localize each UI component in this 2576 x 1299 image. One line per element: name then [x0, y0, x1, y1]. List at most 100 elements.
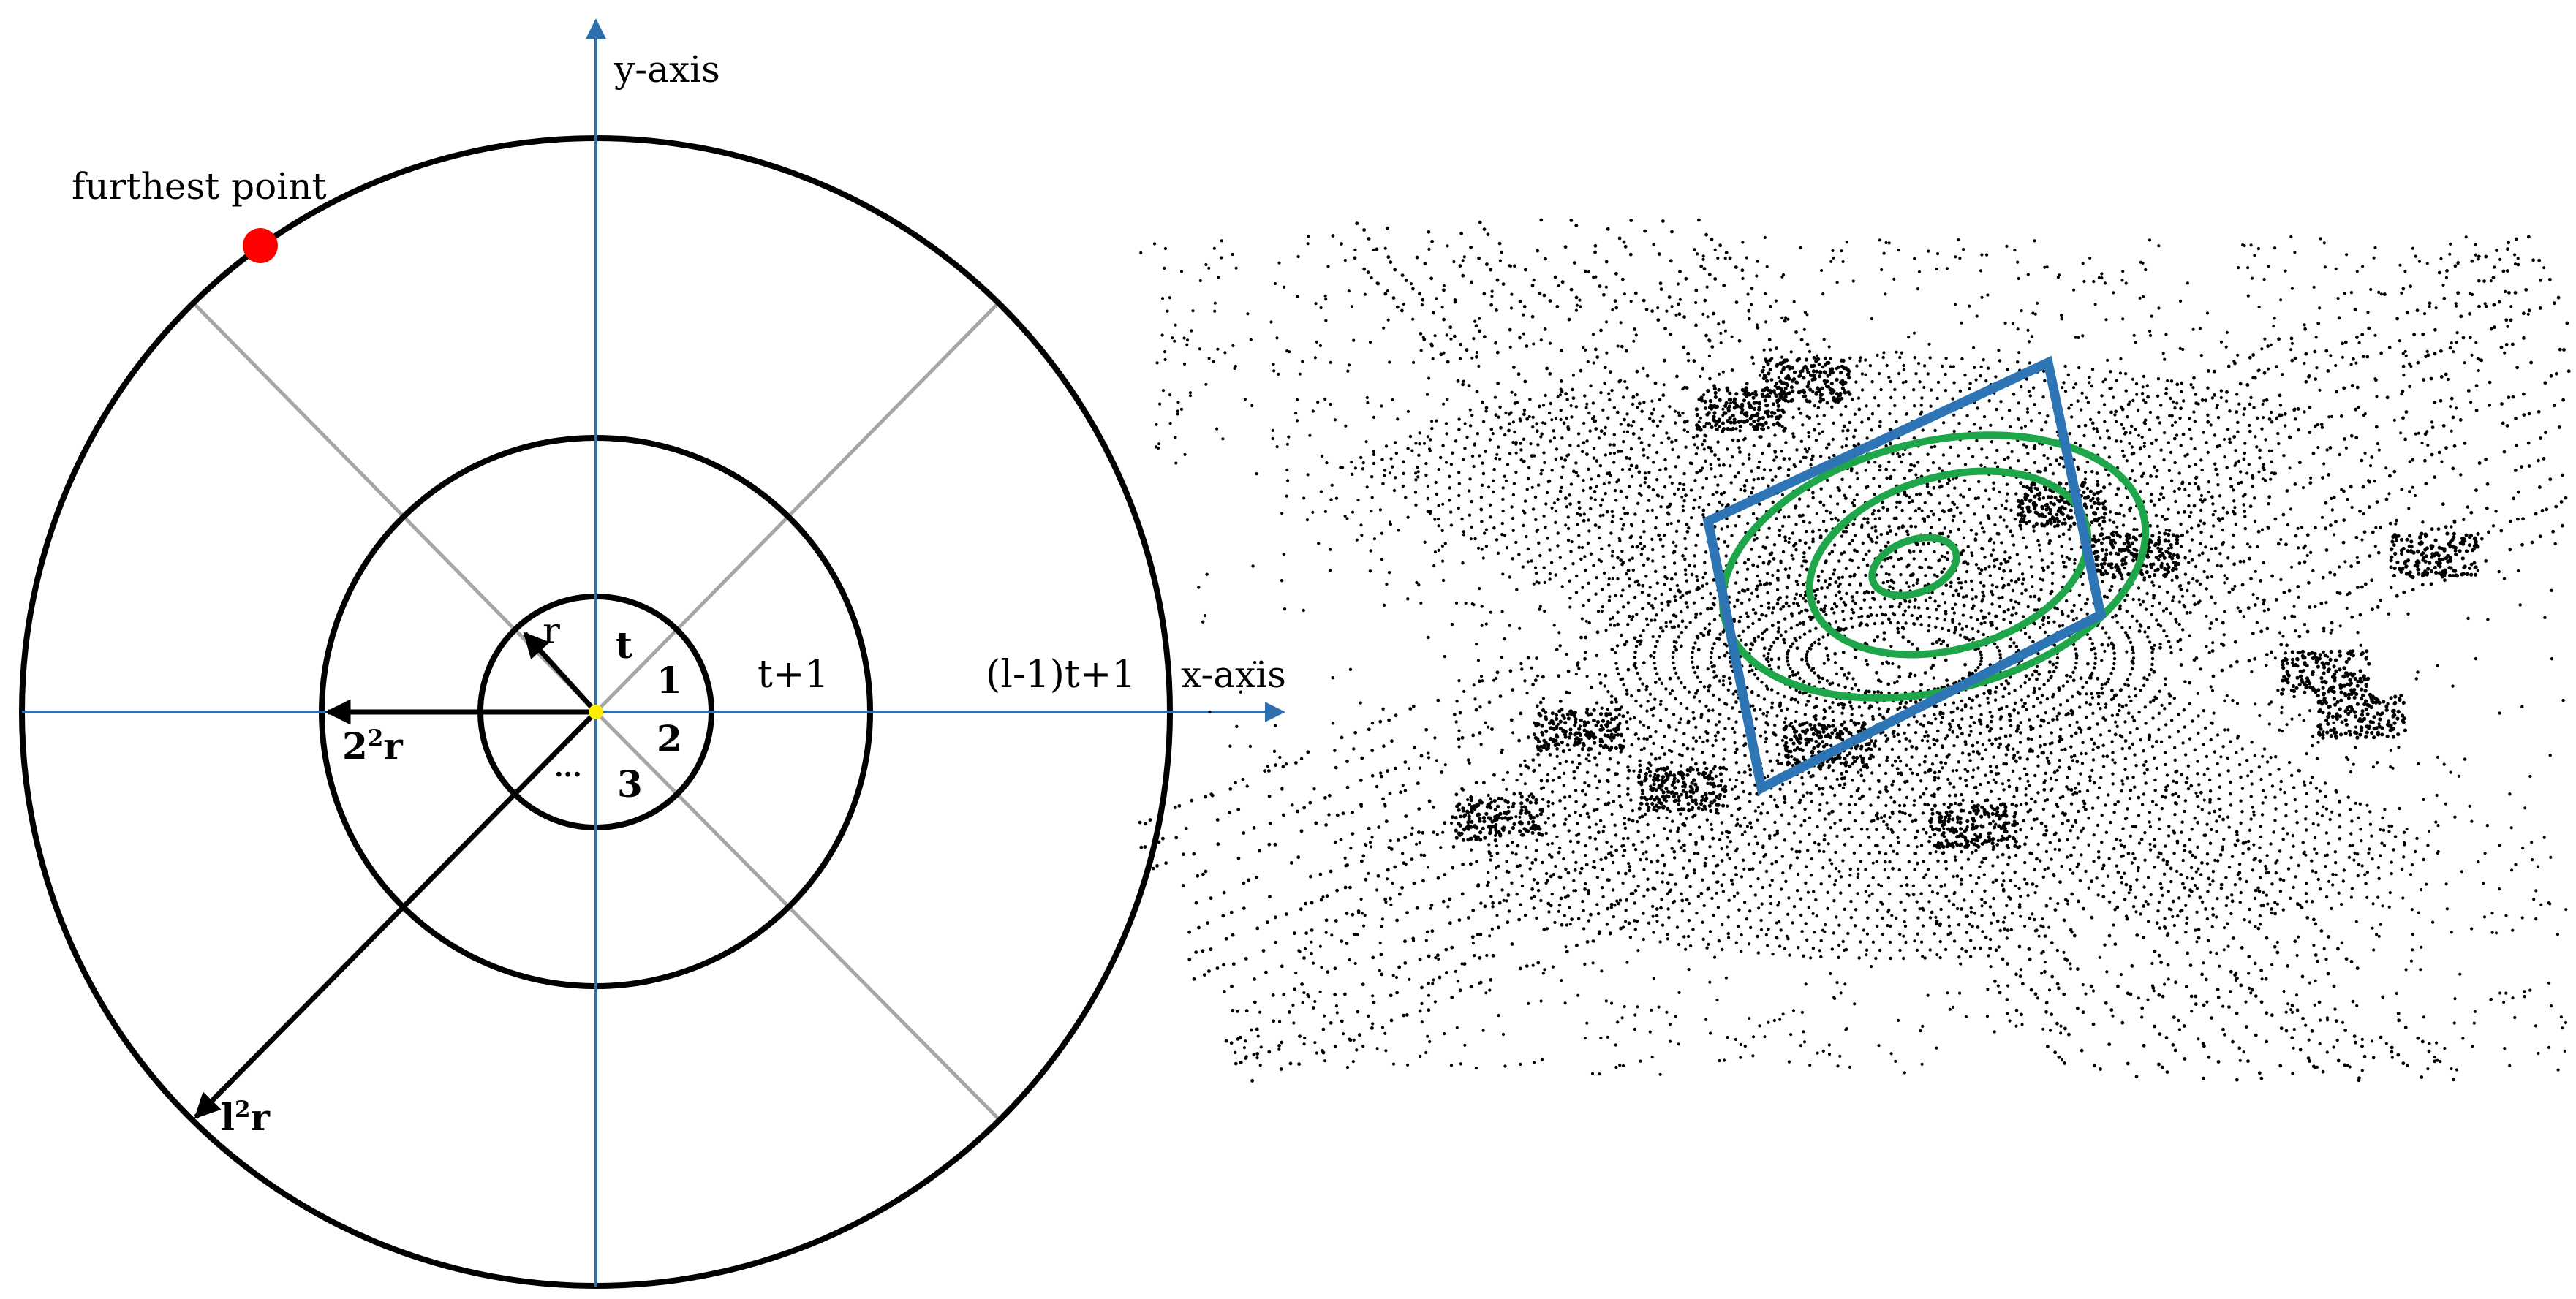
cloud-point	[2021, 536, 2025, 539]
cloud-point	[2156, 623, 2161, 626]
cloud-point	[1671, 655, 1675, 659]
cloud-point	[1563, 567, 1567, 571]
cloud-point	[1798, 676, 1802, 681]
cloud-point	[1629, 447, 1633, 451]
cloud-point	[2228, 437, 2232, 441]
cloud-point	[1505, 899, 1508, 903]
cloud-point	[1872, 509, 1876, 512]
cloud-point	[1876, 635, 1880, 639]
cloud-point	[1655, 870, 1659, 874]
cloud-point	[1806, 504, 1810, 508]
cloud-point	[1751, 512, 1756, 515]
cloud-point	[2025, 410, 2030, 414]
cloud-point	[2402, 855, 2406, 859]
cloud-point	[1528, 867, 1532, 871]
cloud-point	[2022, 577, 2026, 582]
cloud-point	[2395, 518, 2398, 523]
cloud-point	[1982, 692, 1986, 695]
cloud-point	[1769, 795, 1773, 798]
cloud-point	[1299, 757, 1304, 761]
cloud-point	[1706, 607, 1710, 611]
cloud-point	[2537, 409, 2541, 414]
cloud-point	[2150, 613, 2153, 617]
cloud-point	[1880, 612, 1884, 616]
cloud-point	[1672, 661, 1675, 664]
cloud-point	[1596, 798, 1600, 801]
cloud-point	[2355, 336, 2359, 339]
cloud-point	[2111, 667, 2115, 670]
cloud-point	[2104, 830, 2109, 834]
cloud-point	[1552, 813, 1555, 817]
cloud-point	[2167, 539, 2171, 543]
cloud-point	[1952, 785, 1956, 789]
cloud-point	[1752, 444, 1756, 448]
cloud-point	[1884, 852, 1888, 856]
cloud-point	[1828, 577, 1832, 580]
cloud-point	[1945, 557, 1949, 561]
cloud-point	[1946, 777, 1950, 781]
cloud-point	[2095, 876, 2099, 880]
cloud-point	[1491, 901, 1495, 905]
cloud-point	[1893, 404, 1897, 408]
cloud-point	[1598, 673, 1601, 676]
cloud-point	[2114, 409, 2118, 414]
cloud-point	[2107, 636, 2111, 640]
cloud-point	[1952, 874, 1955, 879]
cloud-point	[2526, 441, 2531, 445]
cloud-point	[2253, 376, 2257, 380]
cloud-point	[2226, 556, 2230, 560]
cloud-point	[2248, 504, 2253, 509]
cloud-point	[1707, 683, 1712, 688]
cloud-point	[2017, 577, 2021, 581]
cloud-point	[2285, 489, 2289, 493]
cloud-point	[1718, 500, 1721, 504]
cloud-point	[1764, 853, 1768, 857]
cloud-point	[1772, 606, 1775, 610]
cloud-point	[2035, 817, 2039, 821]
cloud-point	[1470, 500, 1473, 504]
cloud-point	[1788, 780, 1792, 784]
cloud-point	[2176, 914, 2180, 918]
cloud-point	[1576, 765, 1579, 770]
cloud-point	[2142, 444, 2146, 448]
cloud-point	[1625, 792, 1630, 797]
cloud-point	[1520, 874, 1524, 878]
cloud-point	[1512, 482, 1516, 485]
cloud-point	[1849, 899, 1853, 904]
cloud-point	[2050, 751, 2053, 755]
cloud-point	[2179, 587, 2183, 591]
cloud-point	[1870, 428, 1873, 432]
cloud-point	[1657, 816, 1661, 820]
cloud-point	[1952, 611, 1956, 615]
cloud-point	[2291, 833, 2295, 838]
cloud-point	[2342, 386, 2346, 390]
cloud-point	[2230, 893, 2234, 897]
cloud-point	[1253, 661, 1257, 664]
cloud-point	[1682, 471, 1686, 476]
cloud-point	[2242, 412, 2245, 417]
cloud-point	[1797, 611, 1801, 615]
cloud-point	[2088, 637, 2092, 641]
cloud-point	[1834, 866, 1838, 871]
cloud-point	[2426, 353, 2430, 357]
cloud-point	[2177, 713, 2180, 716]
cloud-point	[1889, 621, 1892, 625]
cloud-point	[2126, 496, 2129, 499]
cloud-point	[1813, 589, 1816, 593]
cloud-point	[2162, 431, 2167, 435]
cloud-point	[2359, 828, 2362, 831]
cloud-point	[2183, 572, 2188, 576]
cloud-point	[1988, 711, 1992, 714]
cloud-point	[2442, 296, 2447, 300]
cloud-point	[1878, 468, 1882, 472]
cloud-point	[2539, 436, 2542, 440]
cloud-point	[1293, 987, 1297, 991]
cloud-point	[1693, 695, 1696, 699]
cloud-point	[1979, 609, 1983, 613]
cloud-point	[1825, 801, 1829, 805]
cloud-point	[1808, 682, 1811, 686]
cloud-point	[1468, 477, 1472, 481]
cloud-point	[1343, 885, 1348, 890]
cloud-point	[2505, 424, 2509, 428]
cloud-point	[2061, 822, 2064, 825]
